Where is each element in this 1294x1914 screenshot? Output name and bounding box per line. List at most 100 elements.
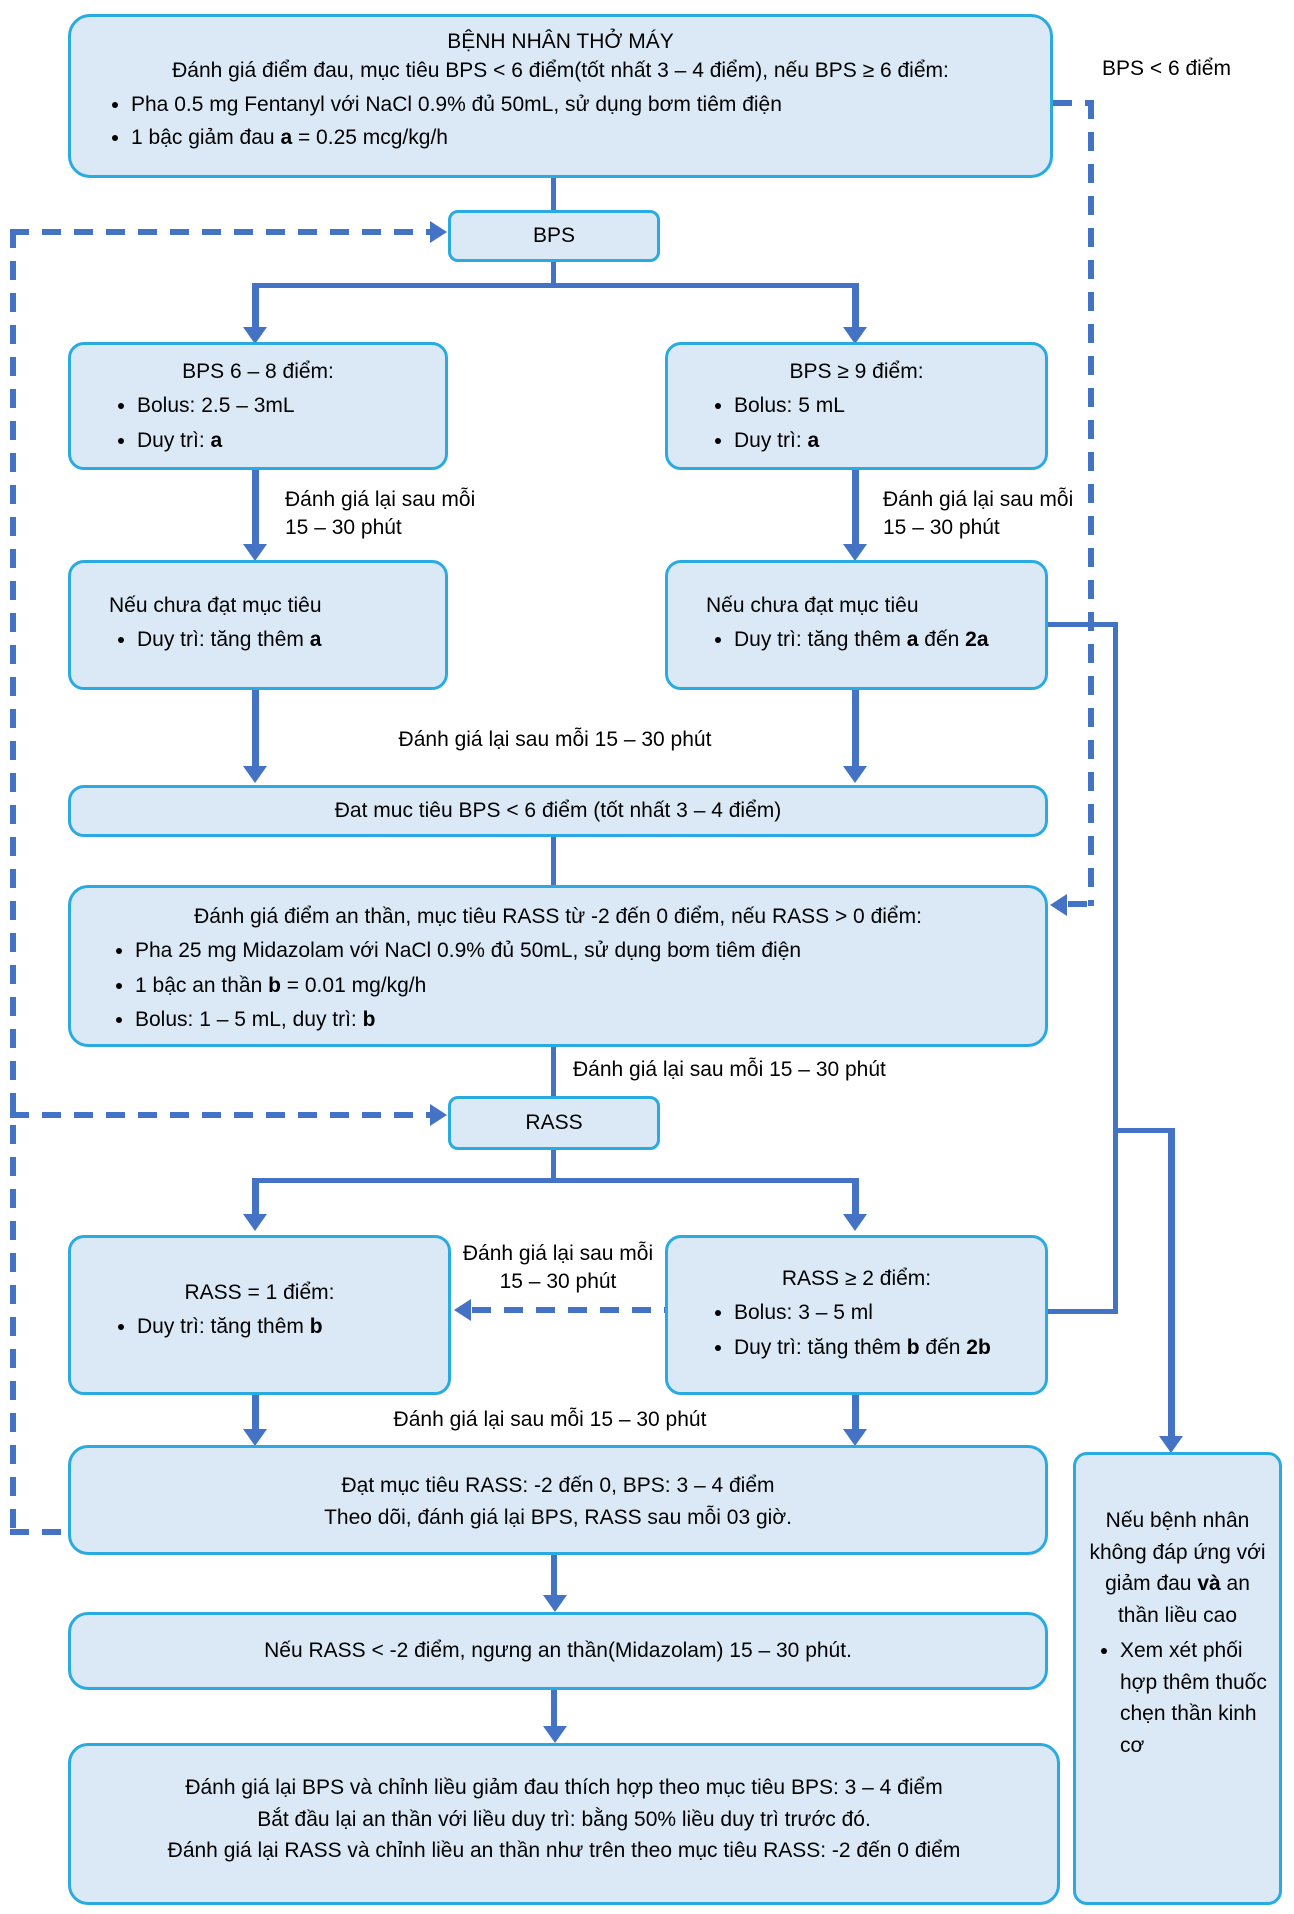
connector-rass-left-stem	[252, 1178, 259, 1216]
dashed-left-vertical	[10, 229, 16, 1533]
bullet-item: Duy trì: tăng thêm b đến 2b	[734, 1333, 1031, 1362]
not-met-left-box: Nếu chưa đạt mục tiêu Duy trì: tăng thêm…	[68, 560, 448, 690]
arrowhead-down-rass1	[243, 1214, 267, 1231]
bullet-item: Bolus: 2.5 – 3mL	[137, 391, 431, 420]
bullet-item: Duy trì: a	[137, 426, 431, 455]
not-met-right-title: Nếu chưa đạt mục tiêu	[706, 594, 919, 617]
connector-target-to-sedation	[551, 837, 556, 887]
connector-rass-branch-rail	[252, 1178, 859, 1183]
bullet-item: Xem xét phối hợp thêm thuốc chẹn thần ki…	[1120, 1635, 1267, 1761]
arrowhead-left-rass1	[454, 1299, 471, 1321]
target-rass-line2: Theo dõi, đánh giá lại BPS, RASS sau mỗi…	[324, 1505, 792, 1529]
connector-right-branch	[1113, 1128, 1173, 1133]
connector-branch-right-stem	[852, 283, 859, 329]
restart-line1: Đánh giá lại BPS và chỉnh liều giảm đau …	[185, 1776, 943, 1799]
arrowhead-right-rass	[430, 1104, 447, 1126]
arrowhead-down-nmb	[1159, 1436, 1183, 1453]
target-rass-box: Đạt mục tiêu RASS: -2 đến 0, BPS: 3 – 4 …	[68, 1445, 1048, 1555]
rass-node: RASS	[448, 1096, 660, 1150]
connector-to-nmb	[1168, 1128, 1175, 1438]
bullet-item: Bolus: 5 mL	[734, 391, 1031, 420]
arrowhead-down-targetrass-right	[843, 1429, 867, 1446]
arrowhead-down-targetrass-left	[243, 1429, 267, 1446]
connector-bps68-to-notmet	[252, 470, 259, 546]
rass-node-label: RASS	[525, 1111, 583, 1135]
target-rass-line1: Đạt mục tiêu RASS: -2 đến 0, BPS: 3 – 4 …	[341, 1474, 775, 1497]
bullet-item: 1 bậc an thần b = 0.01 mg/kg/h	[135, 971, 1021, 1001]
bps-node-label: BPS	[532, 224, 576, 248]
sedation-bullets: Pha 25 mg Midazolam với NaCl 0.9% đủ 50m…	[95, 936, 1021, 1035]
arrowhead-down-bps68	[243, 327, 267, 344]
connector-hold-to-restart	[551, 1690, 557, 1728]
dashed-restart-out	[10, 1529, 68, 1535]
start-box-subtitle: Đánh giá điểm đau, mục tiêu BPS < 6 điểm…	[172, 59, 949, 83]
dashed-left-to-bps	[10, 229, 430, 235]
arrowhead-down-restart	[543, 1726, 567, 1743]
hold-sedation-text: Nếu RASS < -2 điểm, ngưng an thần(Midazo…	[264, 1639, 852, 1663]
arrowhead-right-bps	[430, 221, 447, 243]
dashed-bpslow-in	[1068, 901, 1093, 907]
arrowhead-left-sedation	[1050, 894, 1067, 916]
connector-rass-down	[551, 1150, 556, 1180]
bullet-item: 1 bậc giảm đau a = 0.25 mcg/kg/h	[131, 123, 1030, 152]
rass-2-box: RASS ≥ 2 điểm: Bolus: 3 – 5 ml Duy trì: …	[665, 1235, 1048, 1395]
not-met-right-box: Nếu chưa đạt mục tiêu Duy trì: tăng thêm…	[665, 560, 1048, 690]
bps-9-bullets: Bolus: 5 mL Duy trì: a	[682, 391, 1031, 455]
connector-bps-down	[551, 261, 556, 285]
bullet-item: Duy trì: tăng thêm a	[137, 625, 431, 654]
connector-notmet-right-out	[1048, 622, 1118, 627]
restart-line3: Đánh giá lại RASS và chỉnh liều an thần …	[167, 1839, 961, 1862]
target-bps-text: Đat muc tiêu BPS < 6 điểm (tốt nhất 3 – …	[334, 799, 782, 823]
reassess-left-label: Đánh giá lại sau mỗi 15 – 30 phút	[285, 488, 476, 540]
arrowhead-down-rass2	[843, 1214, 867, 1231]
sedation-title: Đánh giá điểm an thần, mục tiêu RASS từ …	[194, 905, 922, 928]
target-bps-box: Đat muc tiêu BPS < 6 điểm (tốt nhất 3 – …	[68, 785, 1048, 837]
rass-1-title: RASS = 1 điểm:	[184, 1281, 335, 1304]
arrowhead-down-hold	[543, 1595, 567, 1612]
connector-bps-branch-rail	[252, 283, 859, 288]
dashed-bpslow-out	[1053, 100, 1093, 106]
rass-1-bullets: Duy trì: tăng thêm b	[85, 1312, 434, 1341]
rass-loop-label: Đánh giá lại sau mỗi 15 – 30 phút	[462, 1242, 654, 1294]
dashed-bpslow-vertical	[1088, 100, 1094, 906]
reassess-sedation-label: Đánh giá lại sau mỗi 15 – 30 phút	[573, 1058, 886, 1081]
arrowhead-down-notmet-right	[843, 544, 867, 561]
not-met-right-bullets: Duy trì: tăng thêm a đến 2a	[682, 625, 1031, 654]
bps-9-title: BPS ≥ 9 điểm:	[789, 360, 924, 383]
arrowhead-down-bps9	[843, 327, 867, 344]
bullet-item: Pha 25 mg Midazolam với NaCl 0.9% đủ 50m…	[135, 936, 1021, 966]
not-met-left-title: Nếu chưa đạt mục tiêu	[109, 594, 322, 617]
bullet-item: Duy trì: tăng thêm a đến 2a	[734, 625, 1031, 654]
connector-right-vertical	[1113, 622, 1118, 1314]
connector-start-to-bps	[551, 178, 556, 212]
bps-9-box: BPS ≥ 9 điểm: Bolus: 5 mL Duy trì: a	[665, 342, 1048, 470]
not-met-left-bullets: Duy trì: tăng thêm a	[85, 625, 431, 654]
nmb-bullets: Xem xét phối hợp thêm thuốc chẹn thần ki…	[1088, 1635, 1267, 1761]
connector-branch-left-stem	[252, 283, 259, 329]
bps-node: BPS	[448, 210, 660, 262]
reassess-mid-label: Đánh giá lại sau mỗi 15 – 30 phút	[398, 728, 712, 751]
connector-bps9-to-notmet	[852, 470, 859, 546]
bps-6-8-title: BPS 6 – 8 điểm:	[182, 360, 334, 383]
start-box-title: BỆNH NHÂN THỞ MÁY	[447, 30, 674, 53]
bullet-item: Bolus: 1 – 5 mL, duy trì: b	[135, 1005, 1021, 1035]
hold-sedation-box: Nếu RASS < -2 điểm, ngưng an thần(Midazo…	[68, 1612, 1048, 1690]
dashed-left-to-rass	[10, 1112, 430, 1118]
arrowhead-down-target-right	[843, 766, 867, 783]
start-box: BỆNH NHÂN THỞ MÁY Đánh giá điểm đau, mục…	[68, 14, 1053, 178]
bps-low-label: BPS < 6 điểm	[1102, 57, 1231, 80]
dashed-rass2-to-rass1	[472, 1307, 665, 1313]
connector-rass2-to-targetrass	[852, 1395, 859, 1431]
bps-6-8-box: BPS 6 – 8 điểm: Bolus: 2.5 – 3mL Duy trì…	[68, 342, 448, 470]
connector-rass-right-stem	[852, 1178, 859, 1216]
rass-2-bullets: Bolus: 3 – 5 ml Duy trì: tăng thêm b đến…	[682, 1298, 1031, 1362]
rass-1-box: RASS = 1 điểm: Duy trì: tăng thêm b	[68, 1235, 451, 1395]
connector-notmet-right-to-target	[852, 690, 859, 768]
connector-sedation-to-rass	[551, 1047, 556, 1098]
nmb-intro: Nếu bệnh nhân không đáp ứng với giảm đau…	[1089, 1509, 1266, 1627]
connector-rass1-to-targetrass	[252, 1395, 259, 1431]
restart-box: Đánh giá lại BPS và chỉnh liều giảm đau …	[68, 1743, 1060, 1905]
restart-line2: Bắt đầu lại an thần với liều duy trì: bằ…	[257, 1807, 871, 1831]
rass-2-title: RASS ≥ 2 điểm:	[781, 1267, 932, 1290]
